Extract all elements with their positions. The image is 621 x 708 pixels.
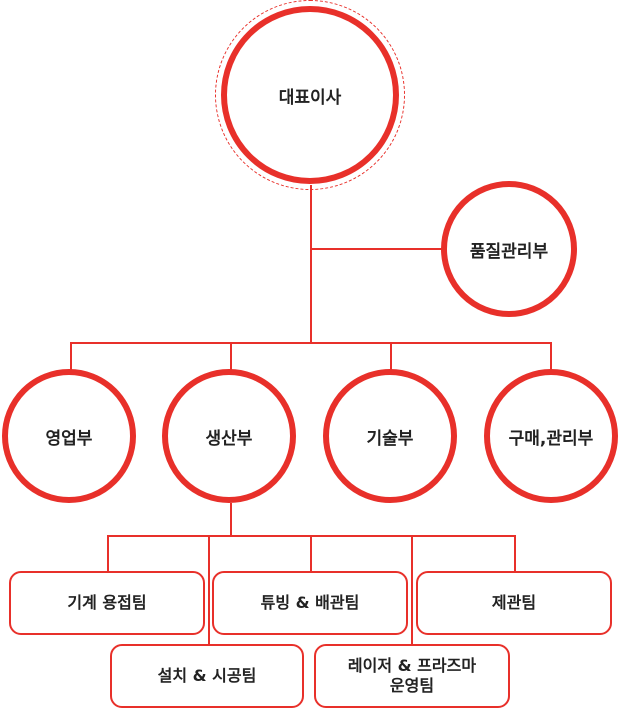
team-laser-plasma-label-line2: 운영팀 bbox=[389, 676, 435, 695]
team-drop-line-2 bbox=[208, 535, 210, 647]
department-purchasing-label: 구매,관리부 bbox=[508, 428, 594, 449]
dept-drop-line-4 bbox=[550, 342, 552, 372]
team-installation-construction[interactable]: 설치 & 시공팀 bbox=[110, 644, 304, 708]
quality-management-node[interactable]: 품질관리부 bbox=[441, 181, 577, 317]
team-drop-line-5 bbox=[514, 535, 516, 573]
production-trunk-line bbox=[230, 503, 232, 536]
department-technology-node[interactable]: 기술부 bbox=[323, 369, 457, 503]
dept-drop-line-2 bbox=[230, 342, 232, 372]
team-tubing-piping-label: 튜빙 & 배관팀 bbox=[260, 593, 360, 612]
department-production-node[interactable]: 생산부 bbox=[162, 369, 296, 503]
quality-management-label: 품질관리부 bbox=[469, 241, 549, 262]
ceo-trunk-line bbox=[310, 185, 312, 343]
team-drop-line-1 bbox=[107, 535, 109, 573]
team-can-making[interactable]: 제관팀 bbox=[416, 571, 612, 635]
ceo-label: 대표이사 bbox=[278, 87, 342, 108]
team-mechanical-welding-label: 기계 용접팀 bbox=[67, 593, 147, 612]
quality-branch-line bbox=[310, 248, 444, 250]
team-drop-line-4 bbox=[411, 535, 413, 647]
department-sales-label: 영업부 bbox=[45, 428, 93, 449]
team-laser-plasma-label-line1: 레이저 & 프라즈마 bbox=[347, 656, 477, 675]
department-purchasing-node[interactable]: 구매,관리부 bbox=[484, 369, 618, 503]
department-production-label: 생산부 bbox=[205, 428, 253, 449]
department-technology-label: 기술부 bbox=[366, 428, 414, 449]
dept-drop-line-1 bbox=[70, 342, 72, 372]
ceo-node[interactable]: 대표이사 bbox=[221, 6, 399, 184]
departments-horizontal-line bbox=[70, 342, 552, 344]
department-sales-node[interactable]: 영업부 bbox=[2, 369, 136, 503]
team-drop-line-3 bbox=[310, 535, 312, 573]
ceo-dashed-ring bbox=[215, 0, 405, 190]
team-installation-construction-label: 설치 & 시공팀 bbox=[157, 666, 257, 685]
team-tubing-piping[interactable]: 튜빙 & 배관팀 bbox=[212, 571, 408, 635]
dept-drop-line-3 bbox=[390, 342, 392, 372]
team-mechanical-welding[interactable]: 기계 용접팀 bbox=[9, 571, 205, 635]
team-can-making-label: 제관팀 bbox=[491, 593, 537, 612]
team-laser-plasma[interactable]: 레이저 & 프라즈마 운영팀 bbox=[314, 644, 510, 708]
